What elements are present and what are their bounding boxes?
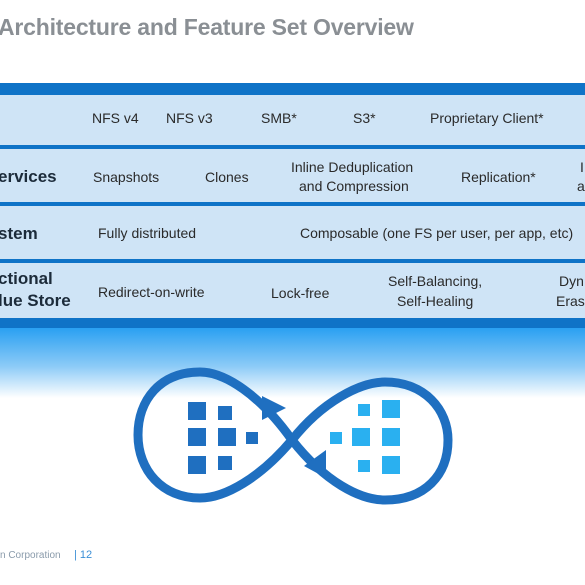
row-label-value-store: lue Store xyxy=(0,291,71,310)
cell-snapshots: Snapshots xyxy=(93,169,160,185)
cell-replication: Replication* xyxy=(461,169,536,185)
cell-fully-distributed: Fully distributed xyxy=(98,225,197,241)
gradient-fade xyxy=(0,328,585,398)
row-file-system: stem Fully distributed Composable (one F… xyxy=(0,206,585,259)
cell-self-healing: Self-Healing xyxy=(397,293,474,309)
cell-smb: SMB* xyxy=(261,110,297,126)
cell-lock-free: Lock-free xyxy=(271,285,330,301)
cell-s3: S3* xyxy=(353,110,376,126)
cell-clones: Clones xyxy=(205,169,249,185)
cell-composable: Composable (one FS per user, per app, et… xyxy=(300,225,574,241)
arrow-right-icon xyxy=(262,396,286,420)
row-separator xyxy=(0,145,585,149)
cell-cut-off-bottom: a xyxy=(577,178,585,194)
row-label-system: stem xyxy=(0,224,38,243)
cell-nfs-v3: NFS v3 xyxy=(166,110,213,126)
footer-page-number: | 12 xyxy=(74,549,93,561)
footer-company: n Corporation xyxy=(0,550,61,561)
table-bottom-band xyxy=(0,318,585,328)
row-key-value-store: ctional lue Store Redirect-on-write Lock… xyxy=(0,263,585,318)
arrow-left-icon xyxy=(304,450,326,478)
page-title: Architecture and Feature Set Overview xyxy=(0,14,414,40)
row-label-transactional: ctional xyxy=(0,269,53,288)
row-data-services: ervices Snapshots Clones Inline Deduplic… xyxy=(0,149,585,202)
table-top-band xyxy=(0,83,585,95)
row-separator xyxy=(0,202,585,206)
cell-dynamic-cut: Dyn xyxy=(559,273,584,289)
row-protocols: NFS v4 NFS v3 SMB* S3* Proprietary Clien… xyxy=(0,95,585,145)
cell-erasure-cut: Eras xyxy=(556,293,585,309)
cell-cut-off-top: I xyxy=(580,159,584,175)
row-label-services: ervices xyxy=(0,167,57,186)
cell-redirect-on-write: Redirect-on-write xyxy=(98,284,205,300)
cell-nfs-v4: NFS v4 xyxy=(92,110,139,126)
row-separator xyxy=(0,259,585,263)
cell-self-balancing: Self-Balancing, xyxy=(388,273,483,289)
cell-inline-dedup: Inline Deduplication xyxy=(291,159,414,175)
cell-compression: and Compression xyxy=(299,178,409,194)
cell-proprietary-client: Proprietary Client* xyxy=(430,110,544,126)
